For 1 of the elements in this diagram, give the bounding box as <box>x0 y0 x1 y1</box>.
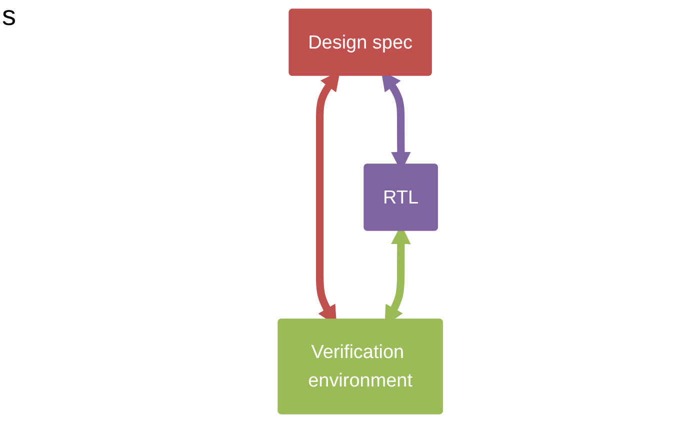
label-text: s <box>2 0 16 31</box>
